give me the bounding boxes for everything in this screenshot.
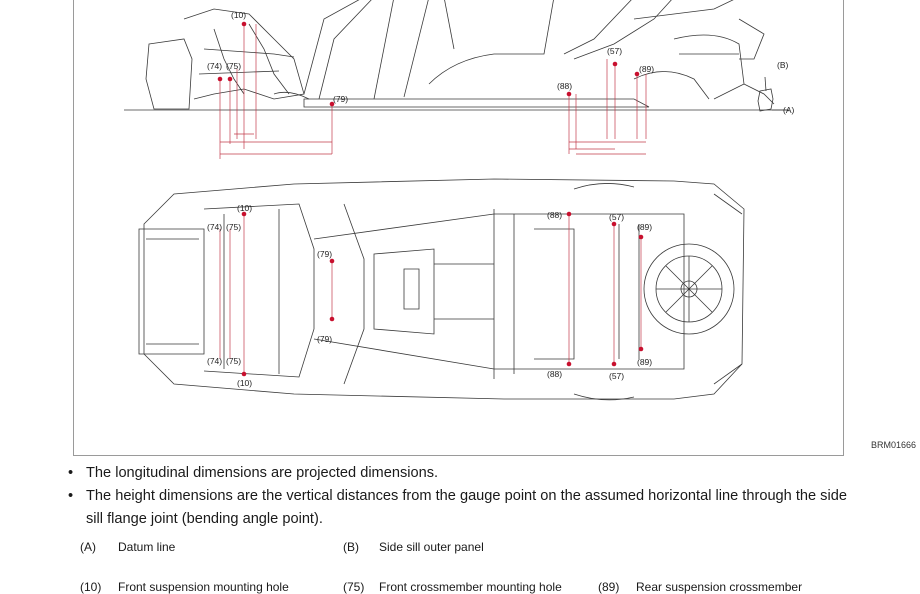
label-89: (89) [637,357,652,367]
bullet-icon: • [68,465,74,481]
gauge-point [638,234,644,240]
legend-code: (75) [343,580,365,594]
label-88: (88) [547,369,562,379]
front-apron-outline [183,8,305,100]
label-10: (10) [237,203,252,213]
label-75: (75) [226,222,241,232]
legend-item: (75) Front crossmember mounting hole [343,580,562,594]
transmission-tunnel [373,248,435,335]
label-b: (B) [777,60,789,70]
label-10: (10) [231,10,246,20]
legend-item: (89) Rear suspension crossmember [598,580,802,594]
label-89: (89) [637,222,652,232]
side-sill-section-icon [757,88,774,112]
legend-code: (89) [598,580,620,594]
label-75: (75) [226,61,241,71]
bullet-icon: • [68,488,74,504]
label-a: (A) [783,105,795,115]
label-88: (88) [557,81,572,91]
side-view [124,0,789,112]
gauge-point [566,361,572,367]
side-dimension-lines [219,24,647,159]
bottom-dimension-lines [219,214,642,374]
spare-tire-well [643,243,735,335]
figure-id: BRM01666 [870,440,916,450]
label-57: (57) [609,212,624,222]
note-text: The height dimensions are the vertical d… [86,488,847,527]
note-item: • The longitudinal dimensions are projec… [68,462,868,485]
gauge-point [329,316,335,322]
rear-quarter-outline [673,34,745,100]
bottom-view-labels: (10) (74) (75) (79) (88) (57) (89) (74) … [207,203,652,388]
legend-item: (A) Datum line [80,540,175,554]
front-crossmember-outline [138,228,205,355]
label-75: (75) [226,356,241,366]
legend-text: Datum line [118,540,176,554]
gauge-point [241,21,247,27]
gauge-point [612,61,618,67]
gauge-point [217,76,223,82]
label-74: (74) [207,61,222,71]
legend-code: (B) [343,540,359,554]
gauge-point [634,71,640,77]
gauge-point [227,76,233,82]
gauge-point [241,211,247,217]
gauge-point [329,258,335,264]
rear-wheel-arch [633,71,710,100]
diagram-drawing: (10) (74) (75) (79) (57) (88) (89) (B) (… [124,0,795,401]
underbody-outline [143,178,745,400]
bottom-view [138,178,745,401]
gauge-point [566,211,572,217]
label-10: (10) [237,378,252,388]
body-dimension-diagram: (10) (74) (75) (79) (57) (88) (89) (B) (… [73,0,916,456]
note-item: • The height dimensions are the vertical… [68,485,868,531]
front-bumper-outline [145,38,193,110]
notes-list: • The longitudinal dimensions are projec… [68,462,868,531]
legend-item: (B) Side sill outer panel [343,540,484,554]
bottom-gauge-points [241,211,644,377]
label-57: (57) [609,371,624,381]
legend-text: Front suspension mounting hole [118,580,289,594]
gauge-point [329,101,335,107]
door-opening-outline [428,0,554,85]
legend-code: (A) [80,540,96,554]
legend-code: (10) [80,580,102,594]
label-79: (79) [317,334,332,344]
label-88: (88) [547,210,562,220]
gauge-point [611,361,617,367]
gauge-point [241,371,247,377]
label-74: (74) [207,356,222,366]
label-74: (74) [207,222,222,232]
a-pillar-outline [303,0,360,95]
label-79: (79) [333,94,348,104]
label-57: (57) [607,46,622,56]
label-79: (79) [317,249,332,259]
legend-item: (10) Front suspension mounting hole [80,580,289,594]
side-gauge-points [217,21,640,107]
rear-suspension-area [594,213,685,370]
side-sill-outline [303,98,650,108]
legend-text: Rear suspension crossmember [636,580,803,594]
legend-text: Side sill outer panel [379,540,484,554]
gauge-point [638,346,644,352]
gauge-point [566,91,572,97]
legend-text: Front crossmember mounting hole [379,580,562,594]
note-text: The longitudinal dimensions are projecte… [86,465,439,481]
label-89: (89) [639,64,654,74]
gauge-point [611,221,617,227]
side-view-labels: (10) (74) (75) (79) (57) (88) (89) (B) (… [207,10,795,115]
